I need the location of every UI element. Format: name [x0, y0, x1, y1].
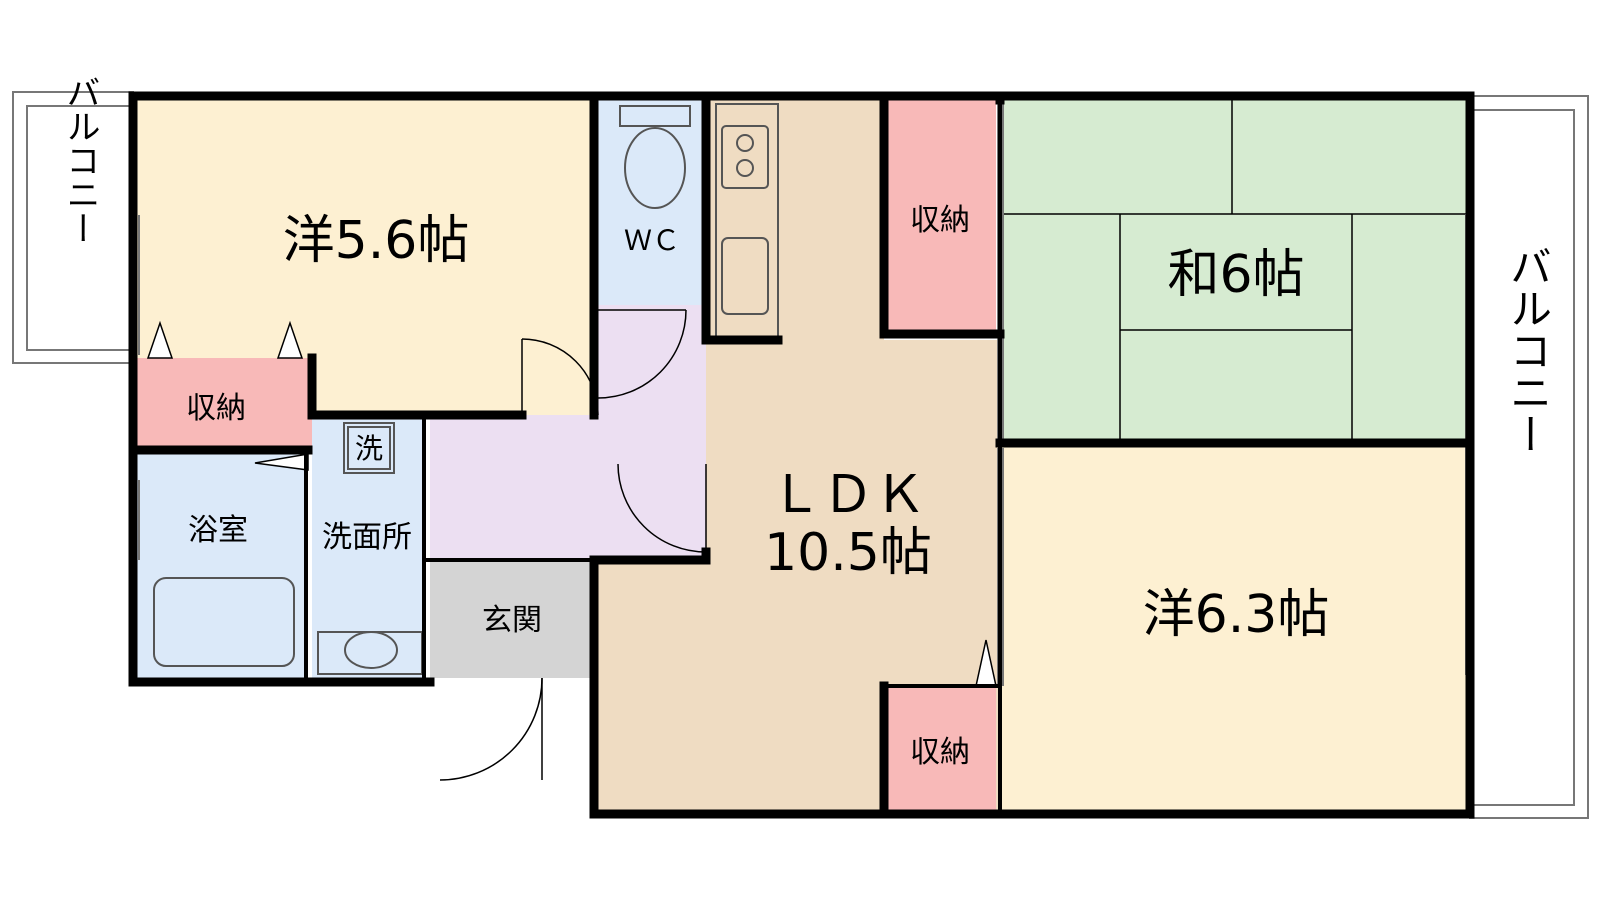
storage-left	[136, 358, 312, 450]
storage-bottom	[884, 686, 996, 810]
storage-top	[884, 100, 996, 330]
room-japanese	[1000, 100, 1466, 443]
washroom-label: 洗面所	[322, 520, 412, 555]
entrance-room	[430, 560, 594, 678]
bath-label: 浴室	[188, 513, 248, 548]
tatami-lines	[1000, 100, 1466, 443]
washroom	[312, 415, 424, 678]
balcony-left	[12, 91, 134, 364]
ldk-label-line2: 10.5帖	[764, 523, 932, 583]
balcony-right-label: バルコニー	[1504, 245, 1553, 455]
washer-box	[343, 422, 395, 474]
balcony-left-label: バルコニー	[60, 75, 100, 245]
wc-label: ＷＣ	[624, 224, 680, 257]
door-swings	[439, 309, 707, 781]
room-western-a	[136, 100, 594, 358]
toilet-fixture	[619, 105, 691, 209]
walls	[128, 91, 1475, 819]
entrance-label: 玄関	[482, 603, 542, 638]
ldk-label-line1: ＬＤＫ	[770, 465, 926, 525]
japanese-label: 和6帖	[1167, 245, 1304, 305]
room-western-b	[1000, 443, 1466, 810]
hall	[594, 305, 706, 560]
western-b-label: 洋6.3帖	[1143, 585, 1330, 645]
storage-left-label: 収納	[186, 391, 246, 426]
western-a-label: 洋5.6帖	[283, 211, 470, 271]
bath-room	[136, 450, 306, 678]
storage-bottom-label: 収納	[910, 735, 970, 770]
wc-room	[594, 100, 706, 305]
kitchen-counter	[715, 103, 779, 341]
bathtub	[153, 577, 295, 667]
balcony-right	[1469, 95, 1589, 819]
storage-top-label: 収納	[910, 203, 970, 238]
washer-label: 洗	[355, 432, 383, 465]
